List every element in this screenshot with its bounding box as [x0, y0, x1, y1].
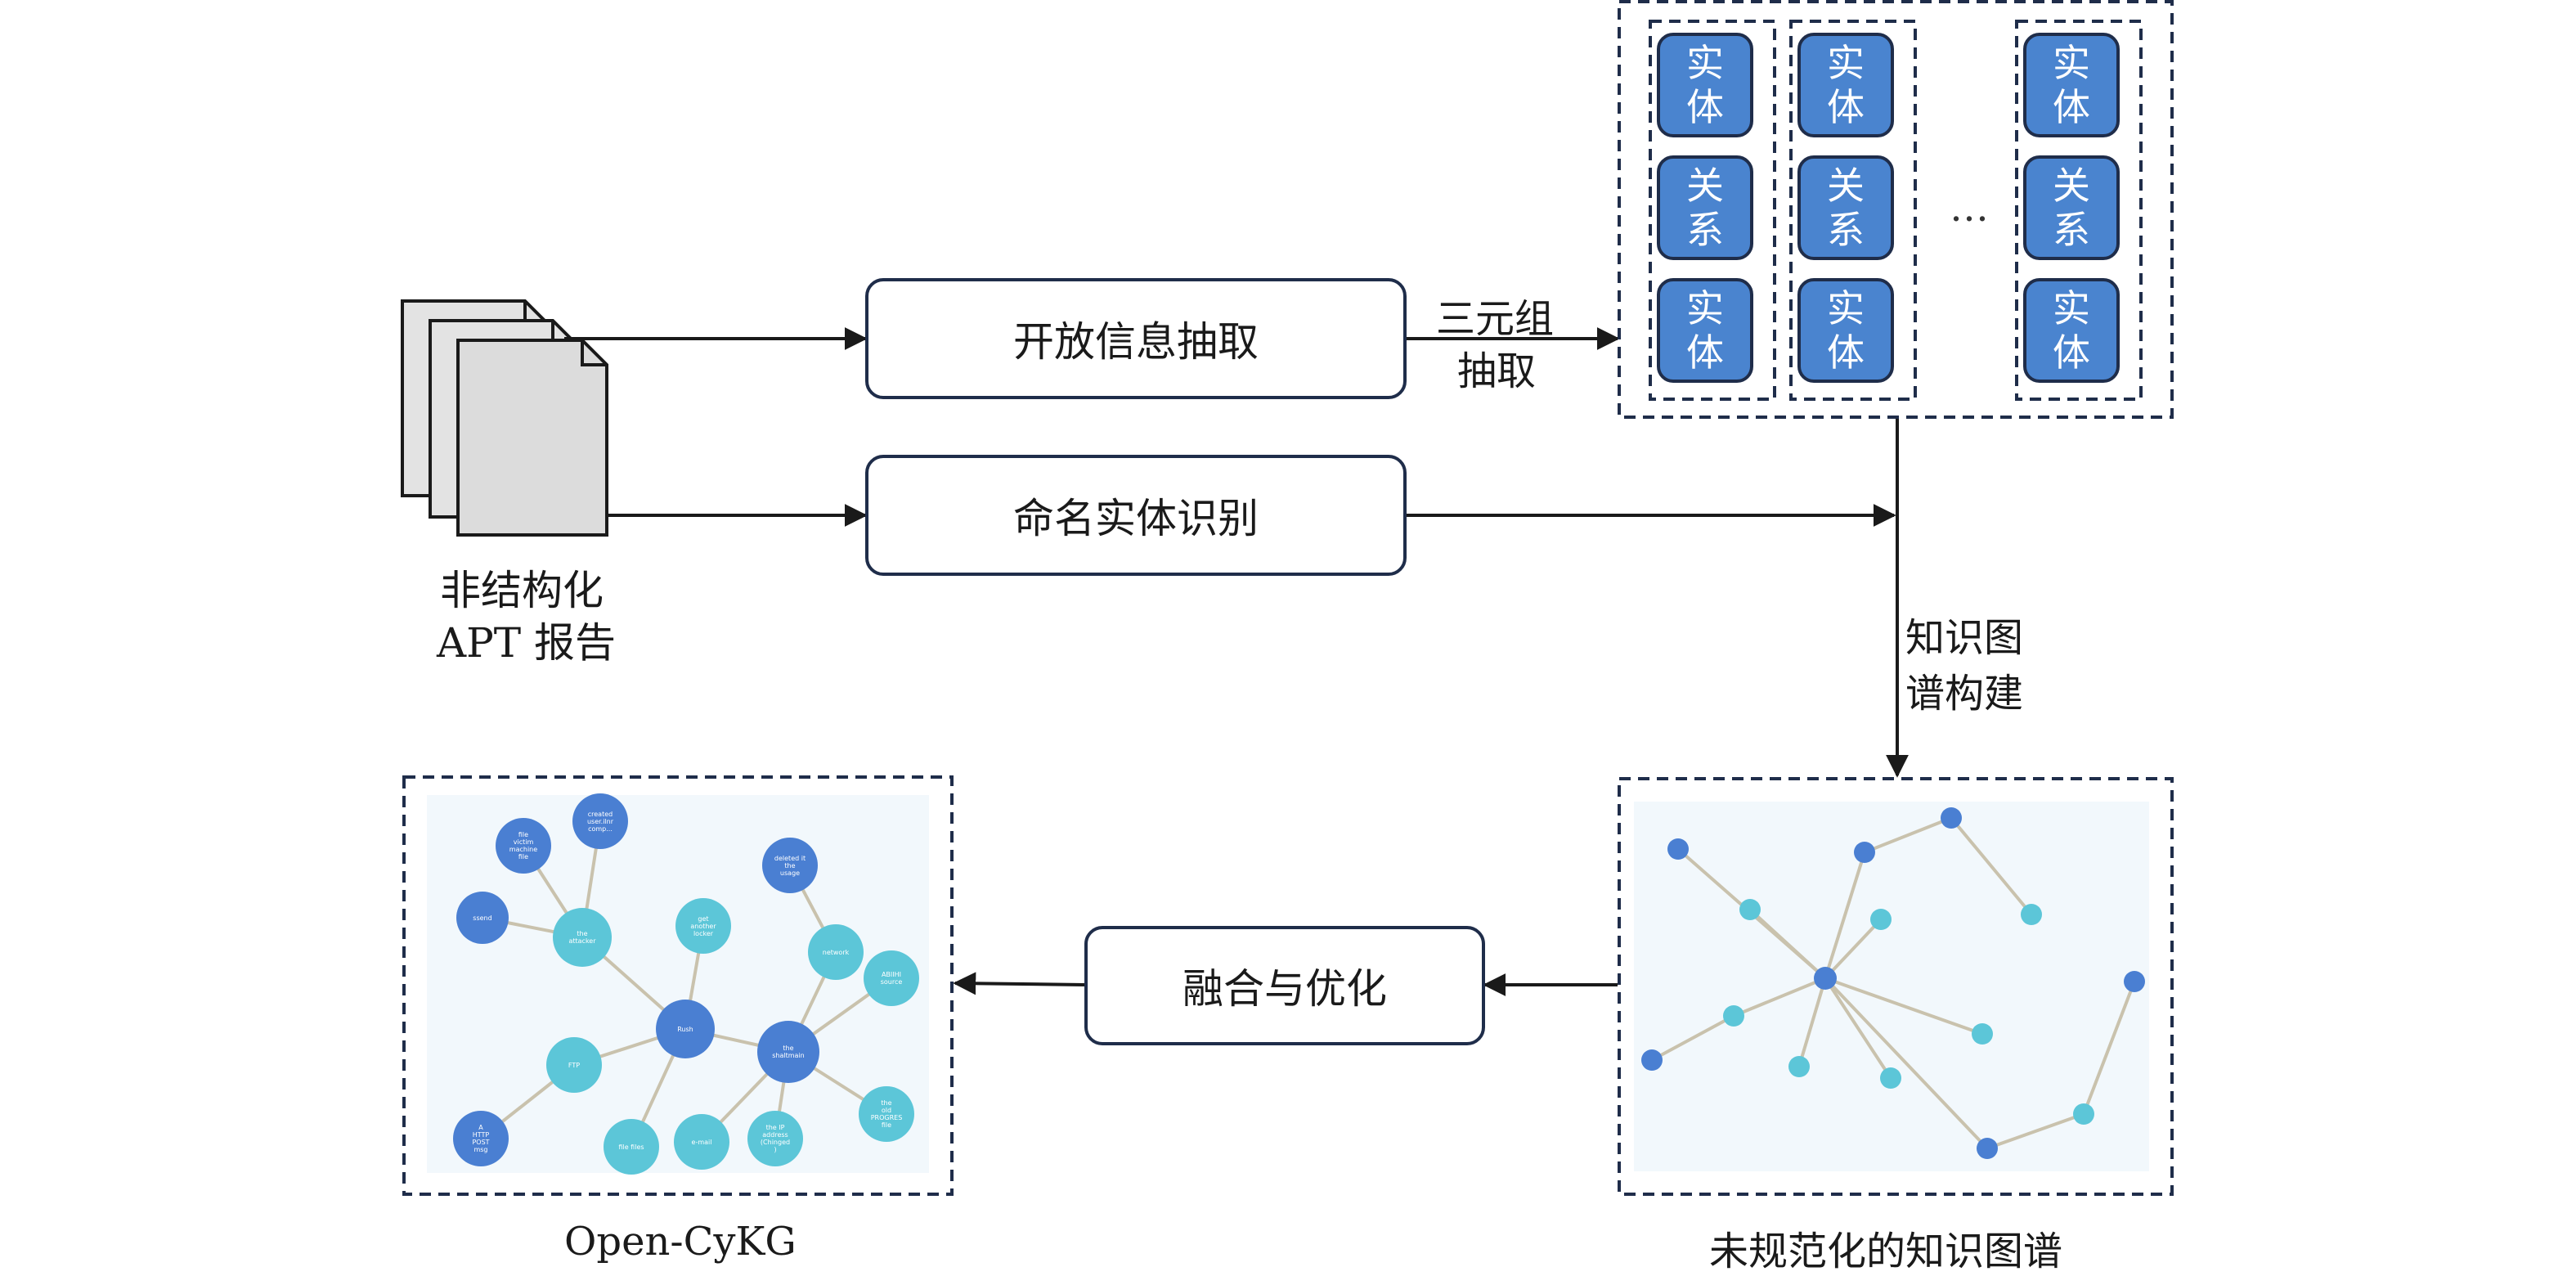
kg-node: the attacker — [553, 908, 612, 967]
kg-node: FTP — [546, 1037, 602, 1093]
triples-ellipsis: … — [1950, 185, 1989, 231]
document-stack-icon — [401, 299, 608, 537]
source-label-line1: 非结构化 — [440, 567, 604, 614]
kg-node: get another locker — [675, 898, 731, 954]
unnormalized-kg-canvas — [1634, 802, 2149, 1171]
kg-node: file files — [604, 1119, 659, 1175]
triples-outer-frame — [1618, 0, 2174, 419]
kg-node: created user.ilnr comp... — [572, 793, 628, 849]
triple-extraction-label-line1: 三元组 — [1436, 296, 1555, 342]
relation-tile: 关系 — [1797, 155, 1894, 260]
kg-node: the old PROGRES file — [859, 1086, 914, 1142]
fusion-optimization-box: 融合与优化 — [1084, 926, 1485, 1045]
unnormalized-kg-caption: 未规范化的知识图谱 — [1709, 1229, 2063, 1274]
entity-tile: 实体 — [1797, 33, 1894, 137]
entity-tile: 实体 — [1657, 278, 1753, 383]
open-info-extraction-box: 开放信息抽取 — [865, 278, 1407, 399]
open-cykg-caption: Open-CyKG — [564, 1219, 797, 1265]
unnormalized-kg-frame — [1618, 777, 2174, 1196]
kg-node: Rush — [656, 1000, 715, 1058]
kg-node: deleted it the usage — [762, 838, 818, 893]
kg-construction-label-line1: 知识图 — [1905, 615, 2024, 661]
unnormalized-kg-graph — [1641, 807, 2145, 1159]
entity-tile: 实体 — [2023, 278, 2120, 383]
entity-tile: 实体 — [1797, 278, 1894, 383]
source-label-line2: APT 报告 — [437, 619, 616, 667]
entity-tile: 实体 — [2023, 33, 2120, 137]
kg-node: ssend — [456, 892, 509, 944]
triple-column-1-frame — [1649, 20, 1776, 401]
triple-column-n-frame — [2015, 20, 2143, 401]
kg-node: A HTTP POST msg — [453, 1111, 509, 1166]
arrow-fusion-to-opencykg — [953, 972, 1085, 995]
kg-node: the shaltmain — [757, 1021, 819, 1083]
kg-node: file victim machine file — [496, 818, 551, 874]
kg-node: network — [808, 924, 864, 980]
relation-tile: 关系 — [2023, 155, 2120, 260]
kg-node: e-mail — [674, 1114, 729, 1170]
triple-column-2-frame — [1789, 20, 1917, 401]
named-entity-recognition-box: 命名实体识别 — [865, 455, 1407, 576]
entity-tile: 实体 — [1657, 33, 1753, 137]
kg-construction-label-line2: 谱构建 — [1905, 671, 2024, 717]
triple-extraction-label-line2: 抽取 — [1457, 348, 1537, 394]
kg-node: the IP address (Chinged ) — [747, 1111, 803, 1166]
kg-node: ABIIHI source — [864, 950, 919, 1006]
open-cykg-frame — [402, 775, 954, 1196]
relation-tile: 关系 — [1657, 155, 1753, 260]
